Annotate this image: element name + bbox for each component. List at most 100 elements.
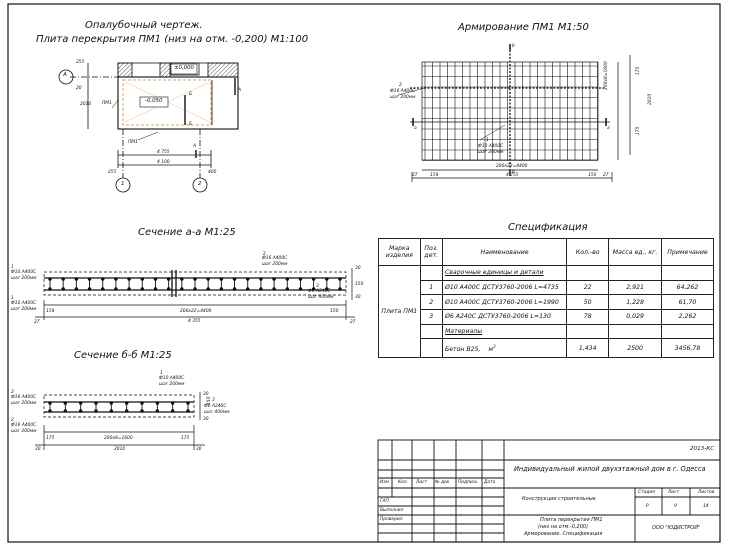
stage-value: Р <box>646 504 649 509</box>
spec-col-mass: Масса ед., кг. <box>608 238 662 266</box>
cut-b1: Б <box>189 92 193 97</box>
label-pm1: ПМ1 <box>102 101 112 106</box>
axis-1-label: 1 <box>121 181 125 187</box>
spec-col-qty: Кол.-во <box>566 238 610 266</box>
axis-a-label: А <box>63 72 67 78</box>
rf-dim-27-left: 27 <box>412 173 418 178</box>
sheet-frame <box>7 3 721 543</box>
rf-bar-bottom-text1: Ф10 А400С <box>478 144 504 149</box>
formwork-plan <box>58 62 239 193</box>
bb-right-text2: шаг 400мм <box>204 410 230 415</box>
spec-row: 1 Ø10 А400С ДСТУ3760-2006 L=4735 22 2,92… <box>379 279 715 296</box>
dim-4100: 4 100 <box>157 160 170 165</box>
aa-top-text2: шаг 200мм <box>262 262 288 267</box>
sheet-label: Лист <box>668 490 680 495</box>
col-kol: Кол. <box>398 480 409 485</box>
spec-name: Ø10 А400С ДСТУ3760-2006 L=1990 <box>441 294 568 311</box>
rf-dim-175-bottom: 175 <box>636 126 641 135</box>
sheets-value: 14 <box>703 504 709 509</box>
rf-dim-158: 158 <box>430 173 439 178</box>
spec-qty: 50 <box>566 294 610 311</box>
sheets-label: Листов <box>698 490 715 495</box>
sheet-title-line3: Армирование. Спецификация <box>524 531 603 537</box>
specification-title: Спецификация <box>508 222 588 233</box>
spec-mass: 0,029 <box>608 309 662 325</box>
spec-group-welded: Плита ПМ1 Сварочные единицы и детали <box>378 265 715 358</box>
rf-dim-2010: 2010 <box>648 93 653 105</box>
bb-dim-175-left: 175 <box>46 436 55 441</box>
col-date: Дата <box>484 480 496 485</box>
cut-b2: Б <box>189 122 193 127</box>
title-block-lines <box>377 439 721 543</box>
spec-material-unit-sup: 3 <box>493 343 496 349</box>
rf-cut-a2: а <box>607 126 610 131</box>
spec-material-qty: 1,434 <box>566 338 610 358</box>
aa-left-num: 1 <box>11 265 14 270</box>
bb-left2-text1: Ф16 А400С <box>11 423 37 428</box>
rf-cut-a: а <box>414 126 417 131</box>
bb-dim-30-bottom: 30 <box>203 417 209 422</box>
sheet-value: 9 <box>674 504 677 509</box>
bb-dim-30-right: 30 <box>196 447 202 452</box>
aa-left2-num: 1 <box>11 296 14 301</box>
aa-left-text2: шаг 200мм <box>11 276 37 281</box>
dim-4755: 4 755 <box>157 150 170 155</box>
spec-col-note: Примечание <box>660 238 715 266</box>
rf-dim-4755: 4 755 <box>506 173 519 178</box>
bb-top-text2: шаг 200мм <box>159 382 185 387</box>
dim-2010: 2010 <box>80 102 92 107</box>
aa-top-num: 2 <box>263 252 266 257</box>
doc-code: 2013-КС <box>690 446 715 452</box>
spec-col-mark: Марка изделия <box>378 238 421 266</box>
role-gap: ГАП <box>380 499 389 504</box>
bb-dim-mid: 200х8=1600 <box>104 436 133 441</box>
section-bb-drawing <box>35 392 205 450</box>
spec-row: 3 Ø6 А240С ДСТУ3760-2006 L=130 78 0,029 … <box>379 309 715 325</box>
section-bb-title: Сечение б-б М1:25 <box>74 350 172 361</box>
spec-material-unit: м <box>488 345 494 353</box>
col-izm: Изм <box>380 480 389 485</box>
section-name: Конструкции строительные <box>522 496 596 502</box>
aa-left2-text2: шаг 200мм <box>11 307 37 312</box>
spec-name: Ø6 А240С ДСТУ3760-2006 L=130 <box>441 309 568 325</box>
spec-note: 2,262 <box>660 309 715 325</box>
reinforcement-grid <box>397 44 631 182</box>
rf-bar-left-num: 2 <box>399 83 402 88</box>
aa-dim-158: 158 <box>46 309 55 314</box>
dim-255-bottom: 255 <box>108 170 117 175</box>
cut-a2: А <box>193 144 197 149</box>
dim-20: 20 <box>76 86 82 91</box>
spec-note: 64,262 <box>660 279 715 296</box>
aa-dim-150: 150 <box>330 309 339 314</box>
section-aa-title: Сечение а-а М1:25 <box>138 227 236 238</box>
spec-qty: 78 <box>566 309 610 325</box>
stage-label: Стадия <box>638 490 655 495</box>
section-aa-drawing <box>35 268 355 320</box>
specification-table: Марка изделия Поз. дет. Наименование Кол… <box>378 238 715 358</box>
spec-col-pos: Поз. дет. <box>419 238 443 266</box>
aa-dim-30-top: 30 <box>355 266 361 271</box>
bb-top-text1: Ф10 А400С <box>159 376 185 381</box>
aa-left2-text1: Ф10 А400С <box>11 301 37 306</box>
project-name: Индивидуальный жилой двухэтажный дом в г… <box>514 465 706 473</box>
spec-row: 2 Ø10 А400С ДСТУ3760-2006 L=1990 50 1,22… <box>379 294 715 311</box>
spec-group-materials-label: Материалы <box>444 328 483 336</box>
role-checked: Проверил <box>380 517 403 522</box>
aa-dim-4355: 4 355 <box>188 319 201 324</box>
bb-left2-text2: шаг 200мм <box>11 429 37 434</box>
aa-dim-27-right: 27 <box>350 320 356 325</box>
cut-a: А <box>238 88 242 93</box>
bb-dim-30-top: 30 <box>203 392 209 397</box>
label-pm1-lower: ПМ1 <box>128 140 138 145</box>
bb-top-num: 1 <box>160 371 163 376</box>
spec-material-mass: 2500 <box>608 338 662 358</box>
spec-name: Ø10 А400С ДСТУ3760-2006 L=4735 <box>441 279 568 296</box>
rf-cut-b: б <box>512 44 515 49</box>
bb-left2-num: 2 <box>11 418 14 423</box>
rf-bar-left-text1: Ф16 А400С <box>390 89 416 94</box>
sheet-title-line2: (низ на отм.-0,200) <box>538 524 589 530</box>
dim-255-top: 255 <box>76 60 85 65</box>
bb-left-text2: шаг 200мм <box>11 401 37 406</box>
spec-material-name: Бетон В25, <box>444 345 481 353</box>
